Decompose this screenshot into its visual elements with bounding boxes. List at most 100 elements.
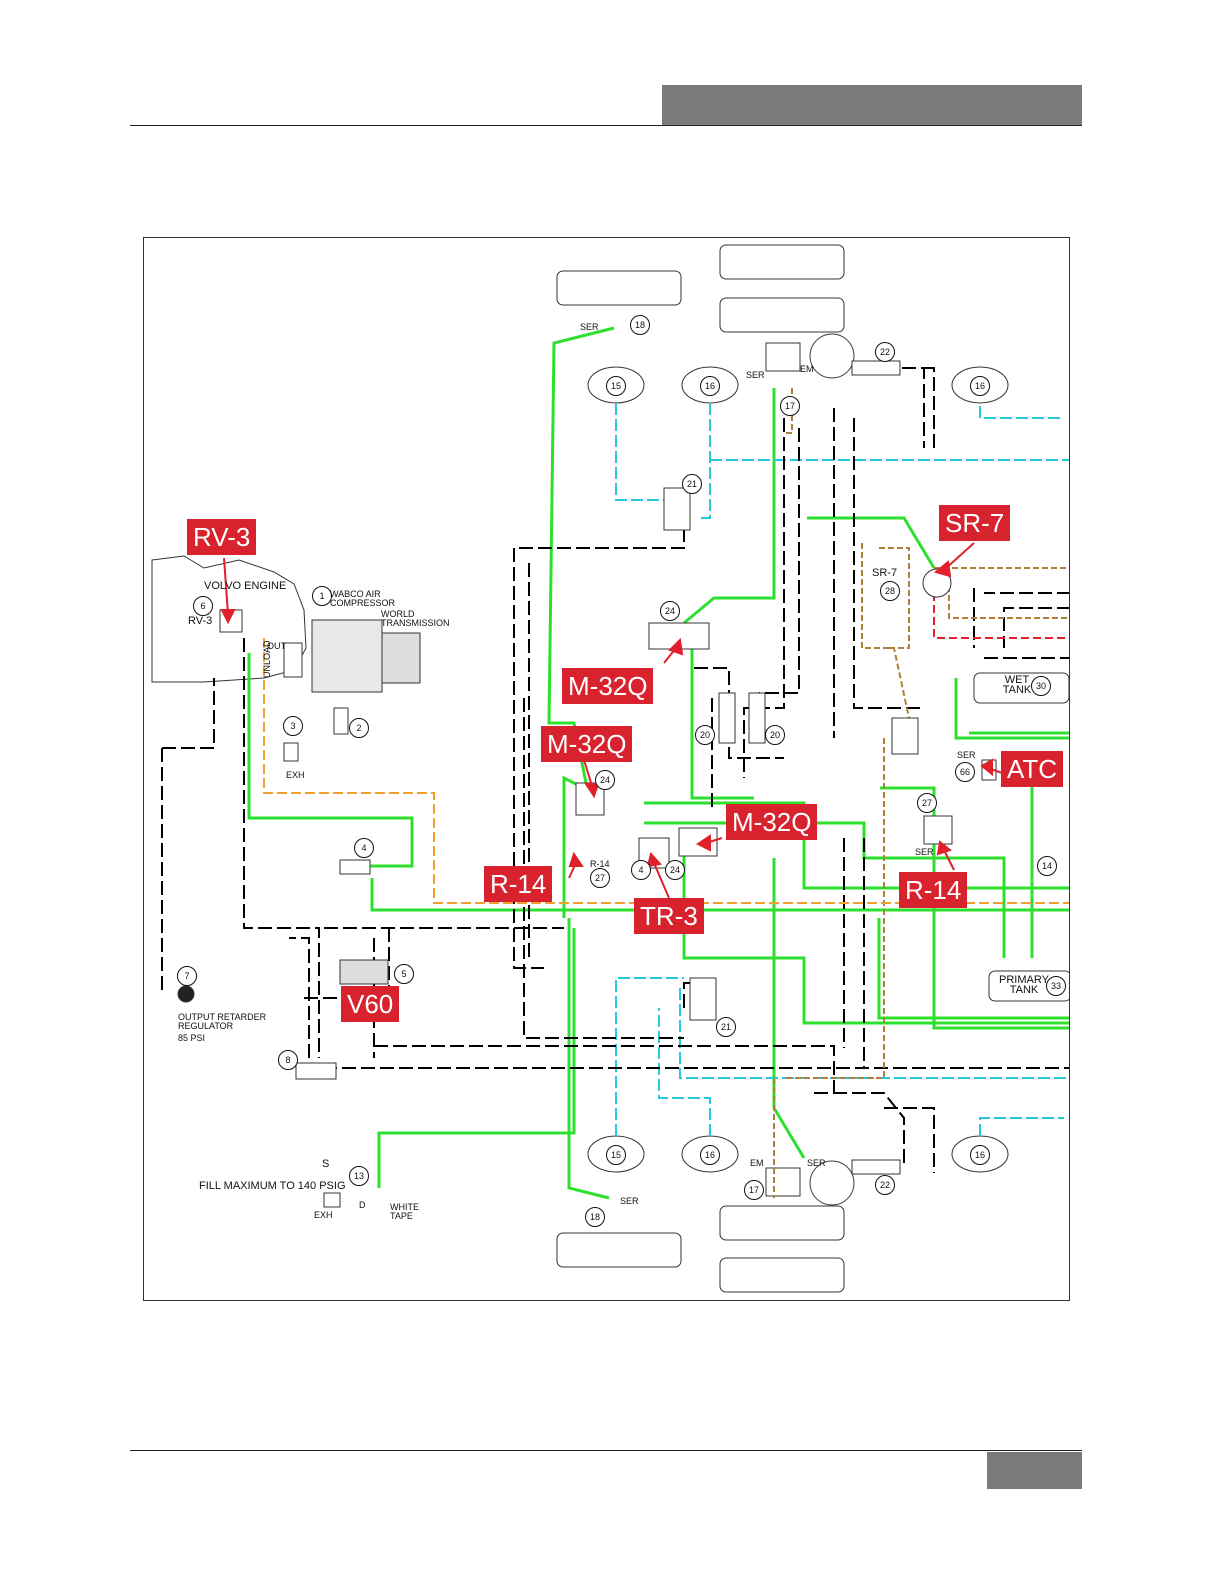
callout-sr7: SR-7 <box>939 505 1011 541</box>
part-28: 28 <box>880 581 900 601</box>
label-ser-atc: SER <box>957 750 976 760</box>
part-8: 8 <box>278 1050 298 1070</box>
label-psi: 85 PSI <box>178 1033 206 1043</box>
sr7-valve <box>922 568 952 598</box>
part-24-top: 24 <box>660 601 680 621</box>
component-4 <box>339 859 371 875</box>
part-16-bottom-right: 16 <box>970 1145 990 1165</box>
label-fill: FILL MAXIMUM TO 140 PSIG <box>199 1180 346 1192</box>
part-21-top: 21 <box>682 474 702 494</box>
label-out: OUT <box>267 641 286 651</box>
label-ser-bottom: SER <box>807 1158 826 1168</box>
label-world-transmission: WORLD TRANSMISSION <box>381 609 450 628</box>
component-8 <box>295 1062 337 1080</box>
callout-arrows <box>220 542 1003 899</box>
part-13: 13 <box>349 1166 369 1186</box>
callout-atc: ATC <box>1001 751 1064 787</box>
label-exh-3: EXH <box>286 770 305 780</box>
governor <box>283 642 303 678</box>
footer-rule <box>130 1450 1082 1451</box>
part-18-bottom: 18 <box>585 1207 605 1227</box>
part-33: 33 <box>1046 976 1066 996</box>
transmission-body <box>381 632 421 684</box>
part-24-right: 24 <box>665 860 685 880</box>
part-15-top: 15 <box>606 376 626 396</box>
label-d-fill: D <box>359 1200 366 1210</box>
part-1: 1 <box>312 586 332 606</box>
relay-21-top <box>663 487 691 531</box>
part-4-tr3: 4 <box>631 860 651 880</box>
label-volvo-engine: VOLVO ENGINE <box>204 580 287 592</box>
part-14-right: 14 <box>1037 856 1057 876</box>
component-2 <box>333 707 349 735</box>
label-unload: UNLOAD <box>262 640 272 678</box>
tire-top-1 <box>719 244 845 280</box>
callout-r14-right: R-14 <box>899 872 968 908</box>
tire-top-2 <box>719 297 845 333</box>
label-ser-bottom-left: SER <box>620 1196 639 1206</box>
output-retarder-regulator <box>177 985 195 1003</box>
label-white-tape: WHITE TAPE <box>390 1202 419 1221</box>
quick-release-valve <box>891 717 919 755</box>
valve-20-right <box>748 692 766 744</box>
spring-bottom <box>809 1160 855 1206</box>
part-16-bottom: 16 <box>700 1145 720 1165</box>
part-21-bottom: 21 <box>716 1017 736 1037</box>
part-16-top: 16 <box>700 376 720 396</box>
part-66: 66 <box>955 762 975 782</box>
brake-lines <box>615 403 1069 1136</box>
v60-valve <box>339 959 389 985</box>
spring-top <box>809 333 855 379</box>
fill-valve <box>323 1192 341 1208</box>
label-air-compressor: WABCO AIR COMPRESSOR <box>330 589 396 608</box>
label-sr7-small: SR-7 <box>872 567 898 579</box>
valve-20-left <box>718 692 736 744</box>
part-27-right: 27 <box>917 793 937 813</box>
part-2: 2 <box>349 718 369 738</box>
callout-m32q-right: M-32Q <box>726 804 818 840</box>
callout-r14-left: R-14 <box>484 866 553 902</box>
relay-21-bottom <box>689 977 717 1021</box>
tire-bottom-left <box>556 1232 682 1268</box>
air-system-schematic: RV-3 SR-7 M-32Q M-32Q M-32Q ATC R-14 R-1… <box>143 237 1070 1301</box>
part-27-left: 27 <box>590 868 610 888</box>
brake-chamber-top <box>765 342 801 372</box>
part-16-top-right: 16 <box>970 376 990 396</box>
label-output-retarder: OUTPUT RETARDER REGULATOR <box>178 1012 267 1031</box>
part-17-bottom: 17 <box>744 1180 764 1200</box>
air-compressor-body <box>311 619 383 693</box>
engine-outline <box>151 555 307 683</box>
park-lines <box>773 388 1069 1198</box>
part-4: 4 <box>354 838 374 858</box>
part-15-bottom: 15 <box>606 1145 626 1165</box>
control-lines <box>161 367 1069 1173</box>
tire-bottom-1 <box>719 1205 845 1241</box>
label-ser-r14: SER <box>915 847 934 857</box>
label-wet-tank: WET TANK <box>1002 674 1032 696</box>
label-ser-top-left: SER <box>580 322 599 332</box>
label-primary-tank: PRIMARY TANK <box>999 974 1049 996</box>
slack-adjuster-top <box>851 360 901 376</box>
label-rv3-small: RV-3 <box>188 615 213 627</box>
brake-chamber-bottom <box>765 1167 801 1197</box>
part-30: 30 <box>1031 676 1051 696</box>
footer-page-box <box>987 1452 1082 1489</box>
slack-adjuster-bottom <box>851 1159 901 1175</box>
callout-m32q-mid: M-32Q <box>541 726 633 762</box>
part-20-left: 20 <box>695 725 715 745</box>
schematic-lines <box>151 244 1069 1293</box>
part-17-top: 17 <box>780 396 800 416</box>
part-7: 7 <box>177 966 197 986</box>
part-20-right: 20 <box>765 725 785 745</box>
part-22-bottom: 22 <box>875 1175 895 1195</box>
header-bar <box>662 85 1082 126</box>
label-r14-small: R-14 <box>590 859 610 869</box>
label-exh-fill: EXH <box>314 1210 333 1220</box>
r14-right-valve <box>923 815 953 845</box>
label-em-bottom: EM <box>750 1158 764 1168</box>
header-rule <box>130 125 1082 126</box>
callout-rv3: RV-3 <box>187 519 257 555</box>
part-6: 6 <box>193 596 213 616</box>
tire-top-left <box>556 270 682 306</box>
callout-tr3: TR-3 <box>634 898 704 934</box>
